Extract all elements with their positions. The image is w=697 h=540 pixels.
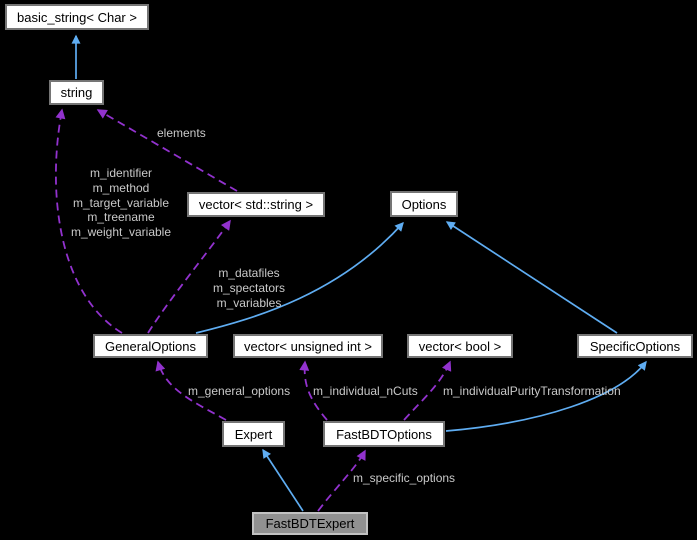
edge-specificoptions-to-options <box>445 221 618 334</box>
edge-generaloptions-to-options <box>195 221 404 334</box>
node-options[interactable]: Options <box>390 191 458 217</box>
edge-label-line: m_target_variable <box>72 195 170 210</box>
node-string[interactable]: string <box>49 80 104 105</box>
edge-label-line: m_weight_variable <box>70 225 172 240</box>
node-vector-unsigned-int[interactable]: vector< unsigned int > <box>233 334 383 358</box>
edge-generaloptions-to-string-members <box>55 108 123 334</box>
edge-label-line: m_spectators <box>212 280 286 295</box>
edge-label-line: m_identifier <box>89 166 153 180</box>
edge-fastbdtexpert-to-fastbdtoptions <box>317 449 366 512</box>
edge-generaloptions-to-vectorstring <box>147 219 231 334</box>
node-vector-std-string[interactable]: vector< std::string > <box>187 192 325 217</box>
edge-label-m-individual-ncuts: m_individual_nCuts <box>313 384 418 398</box>
node-vector-bool[interactable]: vector< bool > <box>407 334 513 358</box>
edge-label-m-general-options: m_general_options <box>188 384 291 398</box>
node-fastbdt-options[interactable]: FastBDTOptions <box>323 421 445 447</box>
edge-label-m-specific-options: m_specific_options <box>353 471 456 485</box>
edge-fastbdtoptions-to-vectoruint <box>299 360 328 421</box>
edge-label-line: m_method <box>92 180 150 195</box>
edge-label-line: m_datafiles <box>218 266 280 280</box>
edge-label-line: m_treename <box>87 210 155 225</box>
edge-vectorstring-to-string-elements <box>96 109 238 192</box>
node-expert[interactable]: Expert <box>222 421 285 447</box>
edge-fastbdtexpert-to-expert <box>262 448 304 512</box>
edge-label-elements: elements <box>157 126 206 140</box>
edge-label-m-individual-purity-transformation: m_individualPurityTransformation <box>443 384 621 398</box>
edge-fastbdtoptions-to-specificoptions <box>445 360 647 432</box>
node-basic-string[interactable]: basic_string< Char > <box>5 4 149 30</box>
node-specific-options[interactable]: SpecificOptions <box>577 334 693 358</box>
node-fastbdt-expert: FastBDTExpert <box>252 512 368 535</box>
edge-expert-to-generaloptions <box>155 360 227 421</box>
node-general-options[interactable]: GeneralOptions <box>93 334 208 358</box>
edge-fastbdtoptions-to-vectorbool <box>403 360 452 421</box>
edge-label-general-to-vectorstring: m_datafiles m_spectators m_variables <box>179 266 319 310</box>
edge-label-line: m_variables <box>216 295 282 310</box>
edge-label-general-to-string: m_identifier m_method m_target_variable … <box>51 166 191 240</box>
